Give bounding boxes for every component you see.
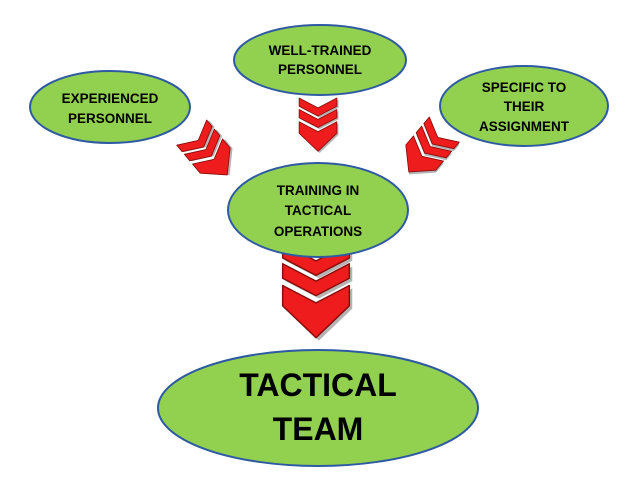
node-specific-to-assignment: SPECIFIC TO THEIR ASSIGNMENT [439, 65, 609, 147]
node-tactical-team-line1: TACTICAL [239, 367, 397, 403]
node-tactical-team-line2: TEAM [273, 411, 364, 447]
node-specific-line3: ASSIGNMENT [479, 119, 570, 134]
arrow-training-to-tactical-team [281, 242, 353, 341]
node-training-line2: TACTICAL [285, 203, 352, 218]
node-specific-line2: THEIR [504, 99, 545, 114]
node-experienced-personnel: EXPERIENCED PERSONNEL [29, 70, 191, 144]
node-well-trained-line2: PERSONNEL [278, 62, 362, 77]
node-training-line3: OPERATIONS [274, 224, 362, 239]
arrow-specific-to-training [393, 116, 460, 187]
node-experienced-line2: PERSONNEL [68, 111, 152, 126]
node-well-trained-personnel: WELL-TRAINED PERSONNEL [233, 24, 407, 96]
arrow-well-trained-to-training [298, 97, 339, 153]
arrow-experienced-to-training [176, 119, 245, 188]
node-training-in-tactical-operations: TRAINING IN TACTICAL OPERATIONS [227, 162, 409, 258]
node-well-trained-line1: WELL-TRAINED [269, 43, 372, 58]
node-tactical-team: TACTICAL TEAM [157, 349, 479, 467]
node-training-line1: TRAINING IN [277, 183, 360, 198]
node-specific-line1: SPECIFIC TO [482, 80, 567, 95]
node-experienced-line1: EXPERIENCED [62, 91, 159, 106]
